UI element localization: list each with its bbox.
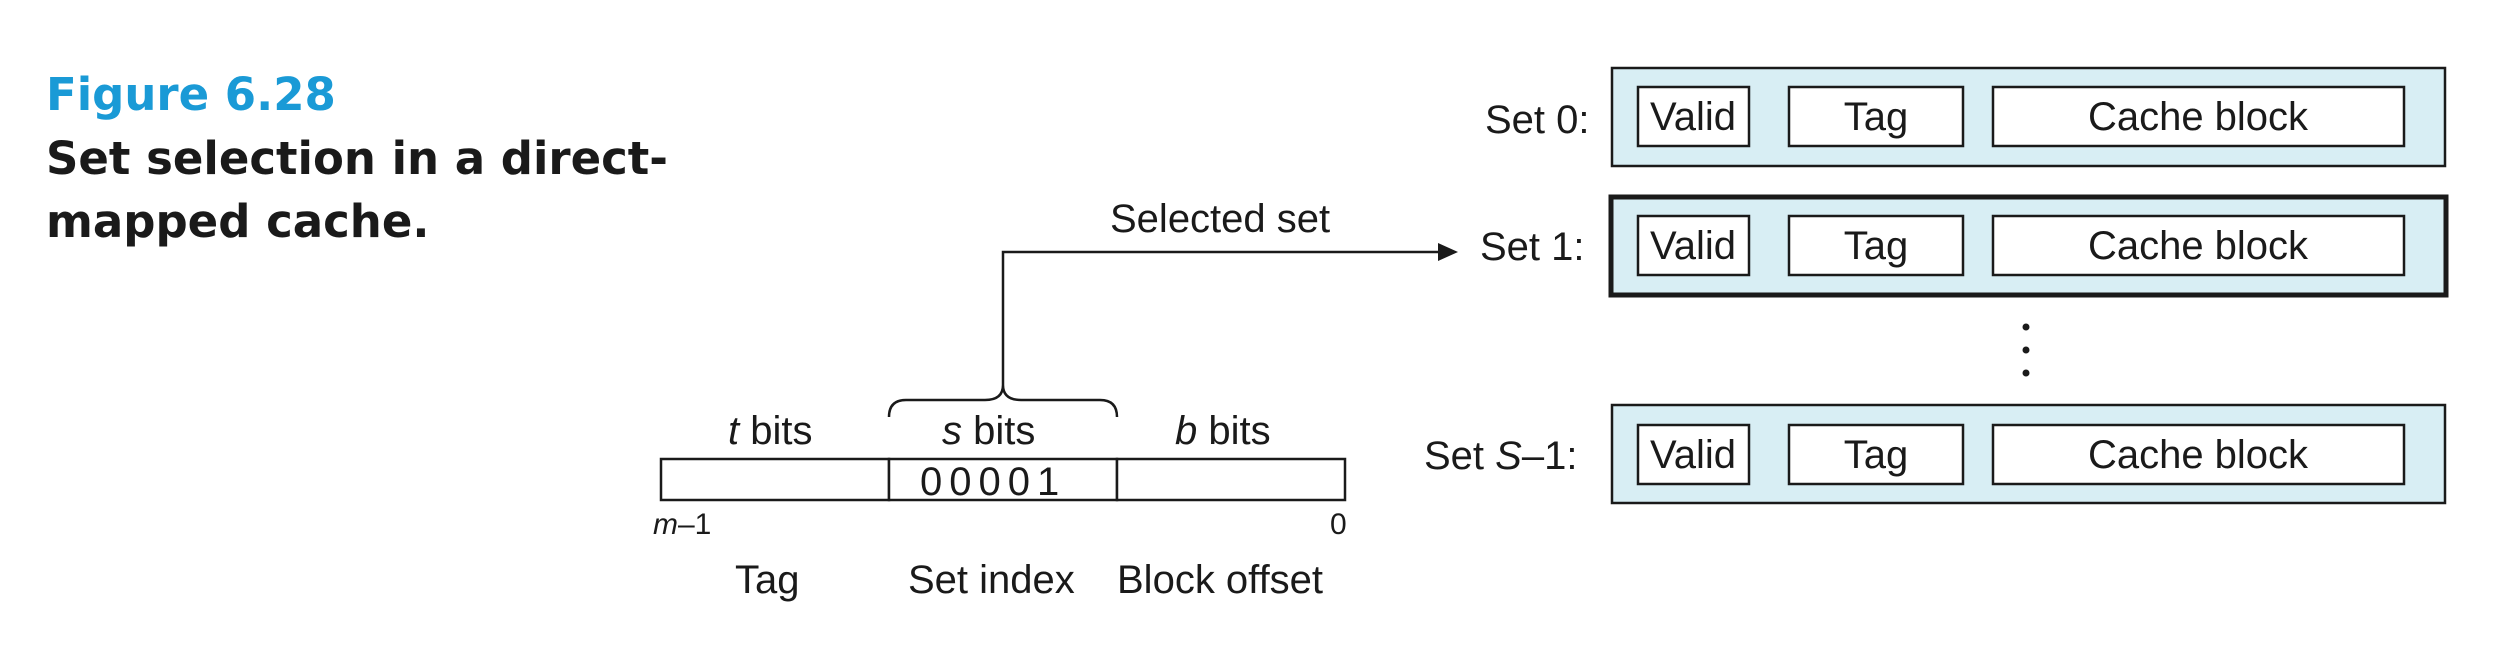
cache-sets: Set 0: Valid Tag Cache block Set 1: Vali… — [1424, 66, 2449, 505]
set-0-block-cell — [1991, 85, 2406, 148]
set-index-field — [887, 457, 1119, 502]
ellipsis-dot — [2022, 346, 2030, 354]
set-1-valid-label: Valid — [1650, 224, 1736, 268]
address-fields: t bits s bits b bits 00001 m–1 0 Tag Set… — [653, 409, 1347, 602]
tag-width-label: t bits — [728, 409, 812, 453]
tag-field-name: Tag — [735, 558, 800, 602]
vertical-ellipsis-icon — [2022, 323, 2030, 377]
msb-label: m–1 — [653, 508, 711, 541]
set-last-label: Set S–1: — [1424, 434, 1577, 478]
set-1-block-cell — [1991, 214, 2406, 277]
set-0-tag-label: Tag — [1844, 95, 1909, 139]
set-0-tag-cell — [1787, 85, 1965, 148]
set-1-block-label: Cache block — [2088, 224, 2309, 268]
ellipsis-dot — [2022, 369, 2030, 377]
selected-set-label: Selected set — [1110, 197, 1330, 241]
block-offset-field — [1115, 457, 1347, 502]
set-last-valid-label: Valid — [1650, 433, 1736, 477]
set-0-label: Set 0: — [1485, 98, 1590, 142]
set-0-block-label: Cache block — [2088, 95, 2309, 139]
figure-title-line-1: Set selection in a direct- — [46, 132, 668, 185]
figure-number: Figure 6.28 — [46, 68, 336, 121]
set-0-valid-cell — [1636, 85, 1751, 148]
set-last-valid-cell — [1636, 423, 1751, 486]
set-last-block-cell — [1991, 423, 2406, 486]
set-index-width-label: s bits — [942, 409, 1035, 453]
ellipsis-dot — [2022, 323, 2030, 331]
block-offset-width-label: b bits — [1175, 409, 1271, 453]
set-index-field-name: Set index — [908, 558, 1075, 602]
selection-arrowhead — [1438, 243, 1458, 261]
set-last-tag-label: Tag — [1844, 433, 1909, 477]
set-1-valid-cell — [1636, 214, 1751, 277]
set-index-bits: 00001 — [920, 460, 1066, 504]
figure-caption: Figure 6.28 Set selection in a direct- m… — [46, 68, 668, 248]
selection-path — [1001, 250, 1440, 385]
set-last-block-label: Cache block — [2088, 433, 2309, 477]
block-offset-field-name: Block offset — [1117, 558, 1323, 602]
lsb-label: 0 — [1330, 508, 1347, 541]
set-1-tag-cell — [1787, 214, 1965, 277]
set-selection-connector: Selected set — [887, 197, 1458, 418]
set-1-tag-label: Tag — [1844, 224, 1909, 268]
set-0-valid-label: Valid — [1650, 95, 1736, 139]
figure-title-line-2: mapped cache. — [46, 195, 429, 248]
set-last-tag-cell — [1787, 423, 1965, 486]
tag-field — [659, 457, 891, 502]
set-1-label: Set 1: — [1480, 225, 1585, 269]
